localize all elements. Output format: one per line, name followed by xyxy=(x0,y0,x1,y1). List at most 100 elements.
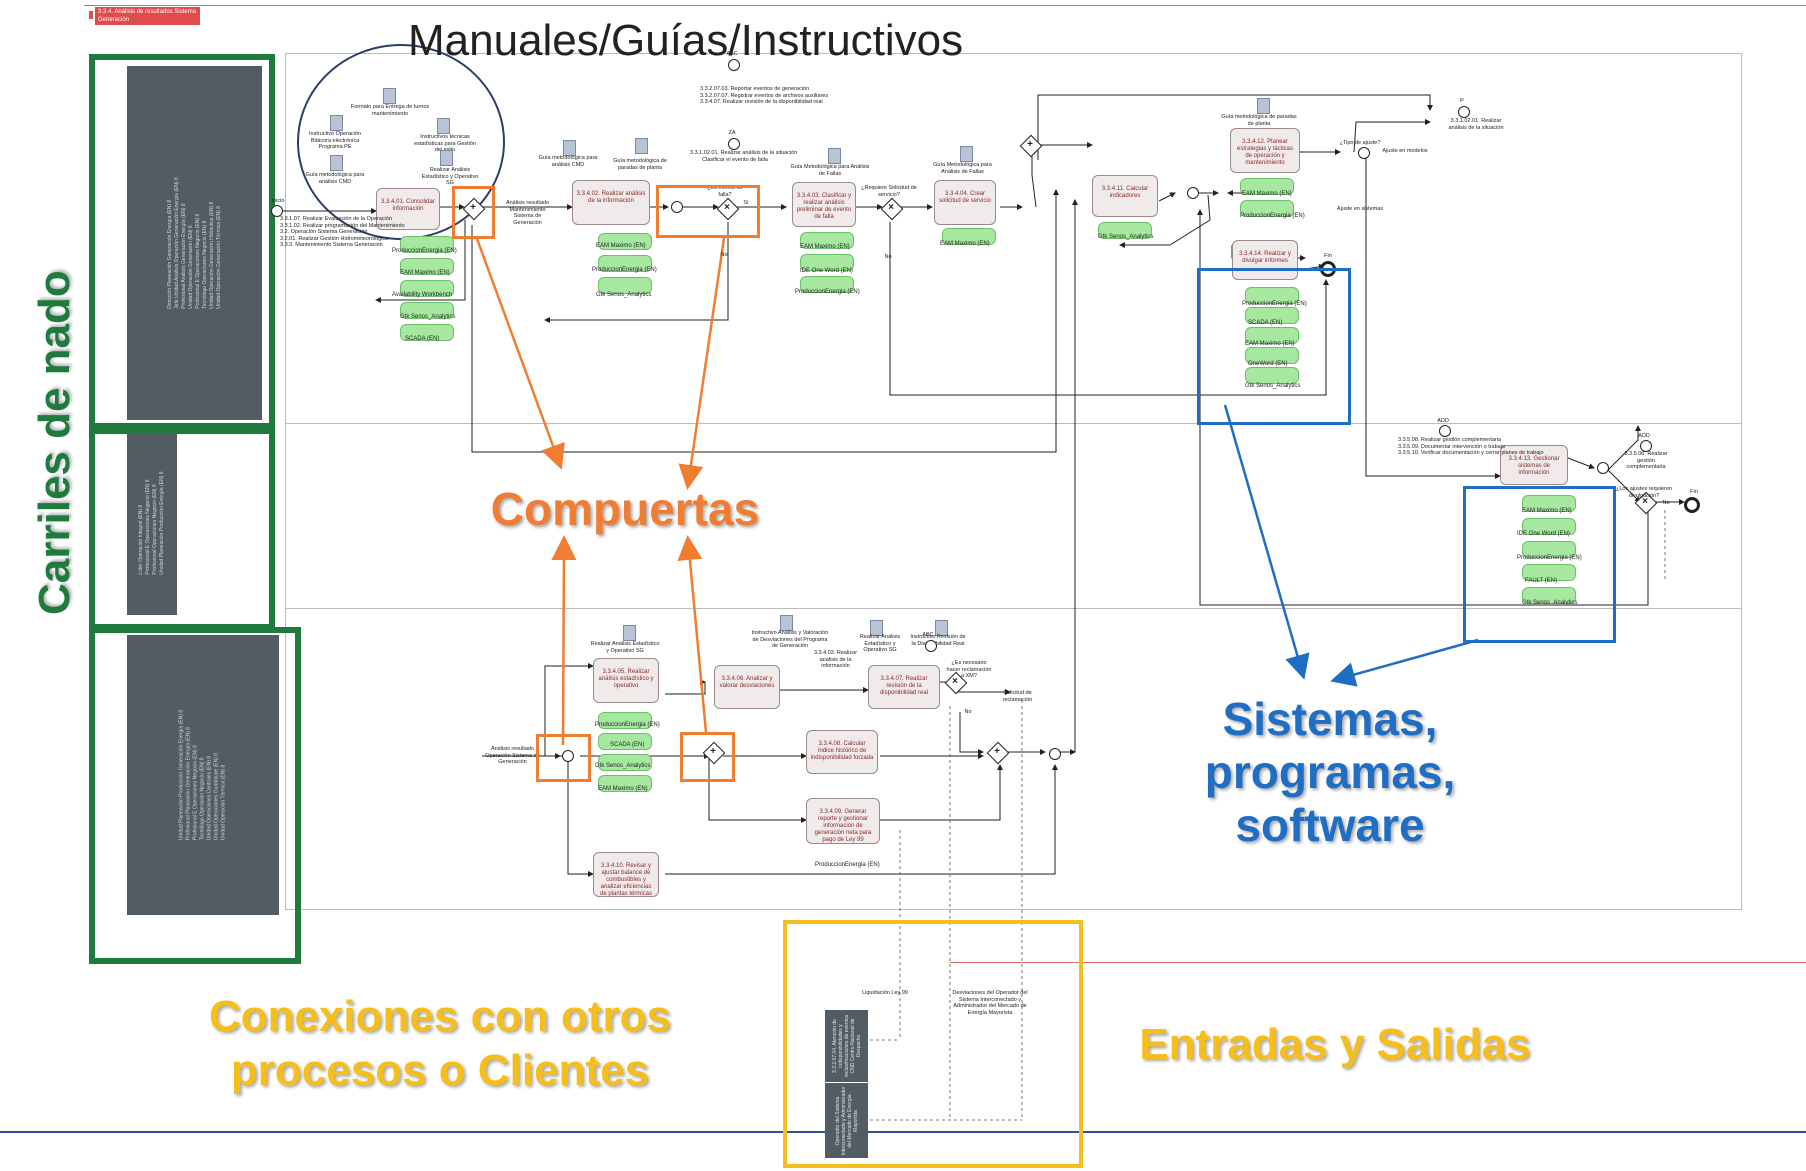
document-icon xyxy=(383,88,396,104)
task-indice-historico[interactable]: 3.3.4.08. Calcular índice histórico de i… xyxy=(806,730,878,774)
link-event xyxy=(1640,440,1652,452)
pool-frame xyxy=(285,53,1742,910)
za-list: 3.3.1.02.01. Realizar análisis de la sit… xyxy=(690,150,798,163)
system-label: EAM Maximo (EN) xyxy=(1245,341,1295,347)
p-label: P xyxy=(1460,98,1464,104)
system-label: EAM Maximo (EN) xyxy=(596,243,646,249)
systems-highlight-2 xyxy=(1463,486,1616,643)
carriles-callout: Carriles de nado xyxy=(30,270,79,615)
doc-label-7: Guía metodológica de paradas de planta xyxy=(613,158,667,171)
solicitud-question: ¿Requiere Solicitud de servicio? xyxy=(861,185,917,198)
system-pill xyxy=(1245,327,1299,344)
gateway-symbol: + xyxy=(1027,139,1033,150)
doc-label-13: Realizar Análisis Estadístico y Operativ… xyxy=(859,634,901,653)
gateway-symbol: + xyxy=(994,746,1000,757)
bottom-red-rule xyxy=(950,962,1806,963)
lane-divider-1 xyxy=(285,423,1742,424)
system-label: Availability Workbench xyxy=(392,292,453,298)
document-icon xyxy=(563,140,576,156)
system-pill xyxy=(1522,564,1576,581)
gateway-highlight-2 xyxy=(656,185,760,238)
doc-label-8: Guía Metodológica para Análisis de Falla… xyxy=(790,164,870,177)
system-label: SCADA (EN) xyxy=(610,742,645,748)
system-pill xyxy=(800,232,854,249)
link-event xyxy=(728,59,740,71)
link-event xyxy=(925,640,937,652)
ley99-label: Liquidación Ley 99 xyxy=(862,990,908,996)
task-gestionar-sistemas[interactable]: 3.3.4.13. Gestionar sistemas de informac… xyxy=(1500,445,1568,485)
system-label: Gtk Senos_Analytics xyxy=(1245,383,1301,389)
system-label: EAM Maximo (EN) xyxy=(598,786,648,792)
system-pill xyxy=(598,255,652,272)
system-label: IDE One Word (EN) xyxy=(1517,531,1570,537)
flow-label-mant: Análisis resultado Mantenimiento Sistema… xyxy=(505,200,550,226)
system-label: ProduccionEnergia (EN) xyxy=(595,722,660,728)
systems-highlight-1 xyxy=(1197,268,1351,425)
tipo-ajuste-question: ¿Tipo de ajuste? xyxy=(1339,140,1381,146)
system-pill xyxy=(1245,367,1299,384)
tag-icon xyxy=(89,11,93,19)
flow-label-oper: Análisis resultado Operación Sistema de … xyxy=(485,746,540,765)
gateway-symbol: × xyxy=(952,676,958,687)
task-crear-solicitud[interactable]: 3.3.4.04. Crear solicitud de servicio xyxy=(934,180,996,225)
add-list: 3.3.5.08. Realizar gestión complementari… xyxy=(1398,437,1544,456)
system-pill xyxy=(400,258,454,275)
gateway-highlight-3 xyxy=(536,734,591,782)
system-pill xyxy=(400,302,454,319)
document-icon xyxy=(330,155,343,171)
system-pill xyxy=(598,712,652,729)
task-reporte-ley99[interactable]: 3.3.4.09. Generar reporte y gestionar in… xyxy=(806,798,880,844)
task-realizar-analisis[interactable]: 3.3.4.02. Realizar análisis de la inform… xyxy=(572,180,650,225)
desviaciones-label: Desviaciones del Operador del Sistema In… xyxy=(952,990,1028,1016)
inclusive-gateway xyxy=(1187,187,1199,199)
gateway-symbol: + xyxy=(470,202,476,213)
task-analisis-estadistico[interactable]: 3.3.4.05. Realizar análisis estadístico … xyxy=(593,658,659,703)
system-pill xyxy=(942,228,996,245)
start-event xyxy=(271,205,283,217)
add-out-label: ADD xyxy=(1638,433,1650,439)
system-label: Gtk Senos_Analytics xyxy=(400,314,456,320)
doc-label-11: Realizar Análisis Estadístico y Operativ… xyxy=(590,641,660,654)
document-icon xyxy=(437,118,450,134)
system-label: ProduccionEnergia (EN) xyxy=(795,289,860,295)
fin-label: Fin xyxy=(1690,489,1698,495)
link-event xyxy=(728,138,740,150)
system-pill xyxy=(1522,495,1576,512)
manuales-callout: Manuales/Guías/Instructivos xyxy=(408,16,964,65)
doc-label-14: Instructivo Revisión de la Disponibilida… xyxy=(910,634,966,647)
footer-rule xyxy=(0,1131,1806,1133)
link-event xyxy=(1458,106,1470,118)
task-planear-estrategias[interactable]: 3.3.4.12. Planear estrategias y tácticas… xyxy=(1230,128,1300,173)
abc2-label: ABC xyxy=(922,632,934,638)
system-label: Gtk Senos_Analytics xyxy=(1522,600,1578,606)
system-label: Gtk Senos_Analytics xyxy=(595,763,651,769)
task-clasificar-falla[interactable]: 3.3.4.03. Clasificar y realizar análisis… xyxy=(792,182,856,227)
external-pool-left: 3.3.2.07.04. Atención de indisponibilida… xyxy=(825,1010,868,1082)
system-label: ProduccionEnergia (EN) xyxy=(392,248,457,254)
task-divulgar-informes[interactable]: 3.3.4.14. Realizar y divulgar informes xyxy=(1232,240,1298,280)
inclusive-gateway xyxy=(562,750,574,762)
system-label: ProduccionEnergia (EN) xyxy=(592,267,657,273)
task-revision-disponibilidad[interactable]: 3.3.4.07. Realizar revisión de la dispon… xyxy=(868,665,940,709)
gateway-symbol: + xyxy=(710,746,716,757)
system-label: ProduccionEnergia (EN) xyxy=(1242,301,1307,307)
task-valorar-desviaciones[interactable]: 3.3.4.06. Analizar y valorar desviacione… xyxy=(714,665,780,709)
top-rule xyxy=(84,5,1806,6)
no-label: No xyxy=(964,709,972,715)
system-label: EAM Maximo (EN) xyxy=(1242,191,1292,197)
external-pool-right-text: Operador del Sistema Interconectado y Ad… xyxy=(834,1086,859,1155)
conexiones-callout: Conexiones con otros procesos o Clientes xyxy=(208,992,672,1095)
doc-label-12: Instructivo Análisis y Valoración de Des… xyxy=(751,630,829,649)
task-balance-combustibles[interactable]: 3.3.4.10. Revisar y ajustar balance de c… xyxy=(593,852,659,897)
task-calcular-indicadores[interactable]: 3.3.4.11. Calcular indicadores xyxy=(1092,175,1158,217)
doc-label-4: Guía metodológica para análisis CMD xyxy=(305,172,365,185)
system-pill xyxy=(598,775,652,792)
document-icon xyxy=(870,620,883,636)
inputs-outputs-highlight xyxy=(783,920,1083,1168)
system-label: EAM Maximo (EN) xyxy=(400,270,450,276)
task-consolidar[interactable]: 3.3.4.01. Consolidar información xyxy=(376,188,440,230)
za-label: ZA xyxy=(728,130,736,136)
doc-label-2: Instructivo Operación Bitácora electróni… xyxy=(309,131,361,150)
reclamacion-question: ¿Es necesario hacer reclamación a XM? xyxy=(946,660,992,679)
document-icon xyxy=(330,115,343,131)
